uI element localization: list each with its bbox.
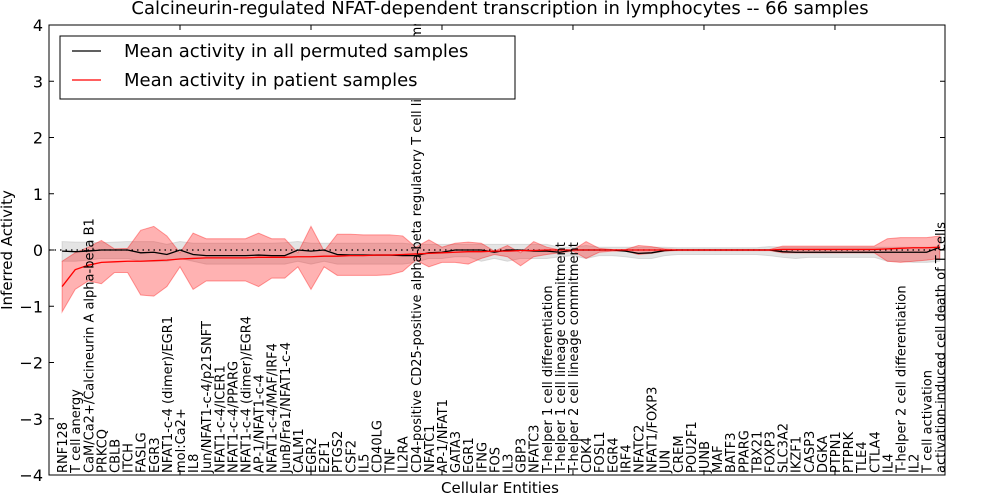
patient-band bbox=[61, 225, 941, 314]
x-tick-label: EGR4 bbox=[606, 437, 621, 473]
x-tick-label: E2F1 bbox=[318, 441, 333, 473]
x-tick-label: BATF3 bbox=[724, 433, 739, 474]
x-tick-label: AP-1/NFAT1 bbox=[436, 399, 451, 473]
x-tick-label: GBP3 bbox=[515, 438, 530, 473]
y-tick-label: 0 bbox=[33, 241, 43, 260]
x-tick-label: NFAT1-c-4/MAF/IRF4 bbox=[266, 343, 281, 473]
x-tick-label: SLC3A2 bbox=[777, 423, 792, 473]
x-tick-label: T cell anergy bbox=[69, 389, 84, 474]
permuted-band bbox=[61, 241, 941, 265]
x-tick-label: TLE4 bbox=[855, 441, 870, 474]
x-tick-label: PTGS2 bbox=[331, 431, 346, 473]
x-tick-label: IL4 bbox=[881, 454, 896, 473]
x-tick-label: CALM1 bbox=[292, 428, 307, 473]
x-tick-label: NFAT1-c-4 (dimer)/EGR4 bbox=[239, 316, 254, 473]
patient-mean-line bbox=[61, 246, 940, 287]
x-tick-label: mol:Ca2+ bbox=[174, 408, 189, 473]
x-tick-label: T cell activation bbox=[921, 370, 936, 474]
x-tick-label: activation-induced cell death of T cells bbox=[934, 222, 949, 473]
x-tick-label: FOSL1 bbox=[593, 432, 608, 473]
x-tick-label: T-helper 2 cell lineage commitment bbox=[567, 242, 582, 474]
x-tick-label: T-helper 1 cell differentiation bbox=[541, 285, 556, 474]
y-tick-label: 3 bbox=[33, 72, 43, 91]
x-tick-label: MAF bbox=[711, 445, 726, 473]
y-axis-label: Inferred Activity bbox=[0, 190, 16, 310]
x-tick-label: IL8 bbox=[187, 454, 202, 473]
legend-box bbox=[59, 35, 516, 100]
x-tick-label: CSF2 bbox=[344, 440, 359, 473]
y-tick-label: 2 bbox=[33, 129, 43, 148]
x-tick-label: IL3 bbox=[501, 454, 516, 473]
x-tick-label: CREM bbox=[672, 435, 687, 473]
x-tick-label: IFNG bbox=[475, 442, 490, 473]
legend-label-permuted: Mean activity in all permuted samples bbox=[124, 41, 468, 62]
x-tick-label: IRF4 bbox=[619, 444, 634, 473]
x-tick-label: PRKCQ bbox=[95, 429, 110, 473]
x-tick-label: EGR2 bbox=[305, 437, 320, 473]
x-axis-label: Cellular Entities bbox=[441, 479, 559, 497]
y-tick-label: −2 bbox=[19, 354, 43, 373]
x-tick-label: CDK4 bbox=[580, 437, 595, 473]
x-tick-label: AP-1/NFAT1-c-4 bbox=[253, 374, 268, 473]
x-tick-label: TNF bbox=[384, 448, 399, 474]
x-tick-label: TBX21 bbox=[750, 431, 765, 474]
x-tick-label: CASP3 bbox=[803, 431, 818, 473]
x-tick-label: NFAT1/FOXP3 bbox=[646, 387, 661, 473]
x-tick-label: NFATC3 bbox=[528, 425, 543, 473]
x-tick-label: JUN bbox=[659, 450, 674, 474]
x-tick-label: T-helper 2 cell differentiation bbox=[894, 285, 909, 474]
x-tick-label: NFATC1 bbox=[423, 425, 438, 473]
title-background bbox=[50, 0, 944, 24]
x-tick-label: Jun/NFAT1-c-4/p21SNFT bbox=[200, 321, 215, 474]
x-tick-label: GATA3 bbox=[449, 431, 464, 473]
x-tick-label: IL2 bbox=[908, 454, 923, 473]
x-tick-label: PTPRK bbox=[842, 431, 857, 473]
y-tick-label: −1 bbox=[19, 297, 43, 316]
x-tick-label: CD40LG bbox=[370, 420, 385, 473]
chart-title: Calcineurin-regulated NFAT-dependent tra… bbox=[131, 0, 868, 19]
x-tick-label: RNF128 bbox=[56, 422, 71, 473]
x-tick-label: JUNB bbox=[698, 441, 713, 474]
x-tick-label: NFAT1-c-4 (dimer)/EGR1 bbox=[161, 316, 176, 473]
x-tick-label: EGR3 bbox=[148, 437, 163, 473]
x-tick-label: PTPN1 bbox=[829, 431, 844, 473]
x-tick-label: CD4-positive CD25-positive alpha-beta re… bbox=[410, 0, 425, 473]
x-tick-label: CaM/Ca2+/Calcineurin A alpha-beta B1 bbox=[82, 218, 97, 473]
x-tick-label: FOXP3 bbox=[763, 431, 778, 473]
x-tick-label: EGR1 bbox=[462, 437, 477, 473]
x-tick-label: POU2F1 bbox=[685, 421, 700, 473]
y-tick-label: 4 bbox=[33, 16, 43, 35]
legend-label-patient: Mean activity in patient samples bbox=[124, 70, 418, 91]
x-tick-label: CTLA4 bbox=[868, 431, 883, 473]
x-tick-label: ITCH bbox=[122, 443, 137, 473]
y-tick-label: −4 bbox=[19, 466, 43, 485]
x-tick-label: FOS bbox=[488, 447, 503, 473]
x-tick-label: JunB/Fra1/NFAT1-c-4 bbox=[279, 342, 294, 474]
x-tick-label: NFAT1-c-4/ICER1 bbox=[213, 365, 228, 473]
y-tick-label: 1 bbox=[33, 185, 43, 204]
x-tick-label: IL5 bbox=[357, 454, 372, 473]
x-tick-label: T-helper 1 cell lineage commitment bbox=[554, 242, 569, 474]
x-tick-label: DGKA bbox=[816, 436, 831, 473]
x-tick-label: NFATC2 bbox=[632, 425, 647, 473]
x-tick-label: NFAT1-c-4/PPARG bbox=[226, 361, 241, 473]
legend: Mean activity in all permuted samples Me… bbox=[59, 35, 516, 100]
x-tick-label: FASLG bbox=[135, 432, 150, 473]
x-tick-label: IKZF1 bbox=[790, 436, 805, 473]
y-tick-label: −3 bbox=[19, 410, 43, 429]
x-tick-label: PPARG bbox=[737, 430, 752, 473]
x-tick-label: IL2RA bbox=[397, 436, 412, 473]
x-tick-label: CBLB bbox=[108, 439, 123, 473]
